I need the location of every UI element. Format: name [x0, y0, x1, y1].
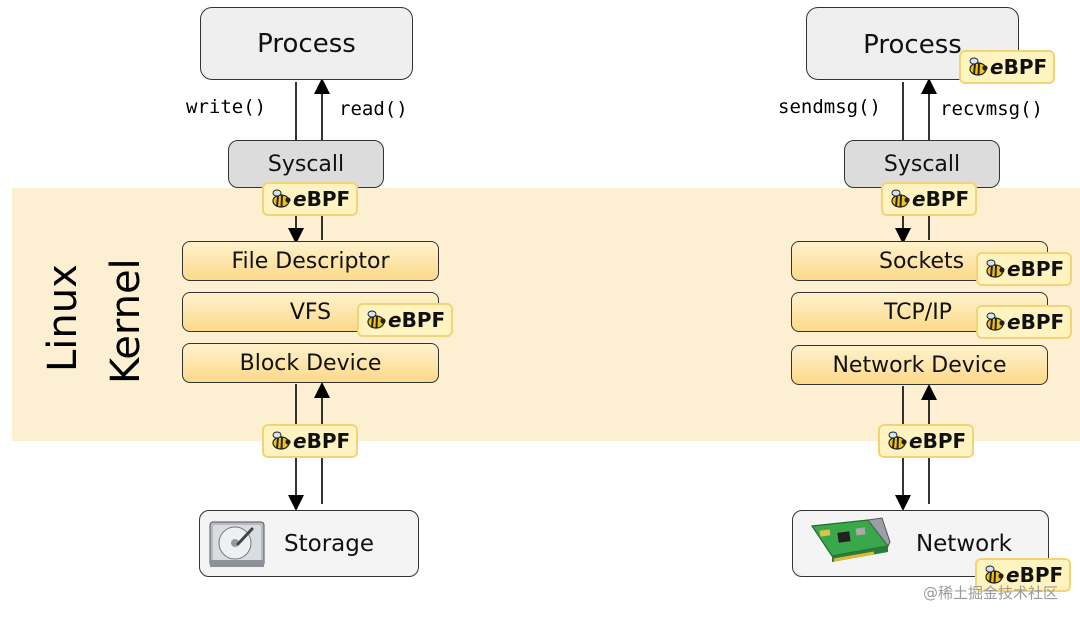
- ebpf-prefix: e: [909, 429, 923, 453]
- read-call-label: read(): [339, 98, 408, 120]
- ebpf-label: BPF: [306, 429, 351, 453]
- network-device-layer: Network Device: [791, 345, 1048, 385]
- tcp-ip-label: TCP/IP: [884, 299, 952, 325]
- block-device-layer: Block Device: [182, 343, 439, 383]
- ebpf-prefix: e: [388, 308, 402, 332]
- file-descriptor-layer: File Descriptor: [182, 241, 439, 281]
- ebpf-label: BPF: [1020, 310, 1065, 334]
- ebpf-label: BPF: [1020, 257, 1065, 281]
- ebpf-label: BPF: [306, 187, 351, 211]
- ebpf-label: BPF: [1019, 563, 1064, 587]
- storage-process-box: Process: [200, 7, 413, 80]
- recvmsg-call-label: recvmsg(): [940, 98, 1043, 120]
- bee-icon: [367, 310, 386, 329]
- bee-icon: [969, 57, 988, 76]
- storage-syscall-box: Syscall: [228, 140, 384, 188]
- sendmsg-call-label: sendmsg(): [778, 96, 881, 118]
- ebpf-label: BPF: [922, 429, 967, 453]
- ebpf-prefix: e: [293, 187, 307, 211]
- kernel-label-linux: Linux: [40, 264, 86, 372]
- ebpf-label: BPF: [925, 187, 970, 211]
- ebpf-label: BPF: [401, 308, 446, 332]
- ebpf-label: BPF: [1003, 55, 1048, 79]
- bee-icon: [272, 431, 291, 450]
- bee-icon: [986, 312, 1005, 331]
- ebpf-prefix: e: [1006, 563, 1020, 587]
- sockets-label: Sockets: [879, 248, 965, 274]
- network-syscall-box: Syscall: [844, 140, 1000, 188]
- bee-icon: [272, 189, 291, 208]
- ebpf-prefix: e: [293, 429, 307, 453]
- bee-icon: [888, 431, 907, 450]
- watermark-text: @稀土掘金技术社区: [922, 584, 1058, 602]
- ebpf-prefix: e: [1007, 310, 1021, 334]
- network-process-label: Process: [863, 30, 962, 60]
- bee-icon: [985, 565, 1004, 584]
- network-label: Network: [915, 531, 1012, 557]
- hard-disk-icon: [208, 516, 268, 570]
- write-call-label: write(): [186, 96, 267, 118]
- bee-icon: [986, 259, 1005, 278]
- kernel-label-kernel: Kernel: [103, 258, 149, 384]
- network-card-icon: [808, 516, 892, 568]
- storage-label: Storage: [284, 530, 374, 557]
- ebpf-prefix: e: [990, 55, 1004, 79]
- ebpf-prefix: e: [1007, 257, 1021, 281]
- ebpf-prefix: e: [912, 187, 926, 211]
- bee-icon: [891, 189, 910, 208]
